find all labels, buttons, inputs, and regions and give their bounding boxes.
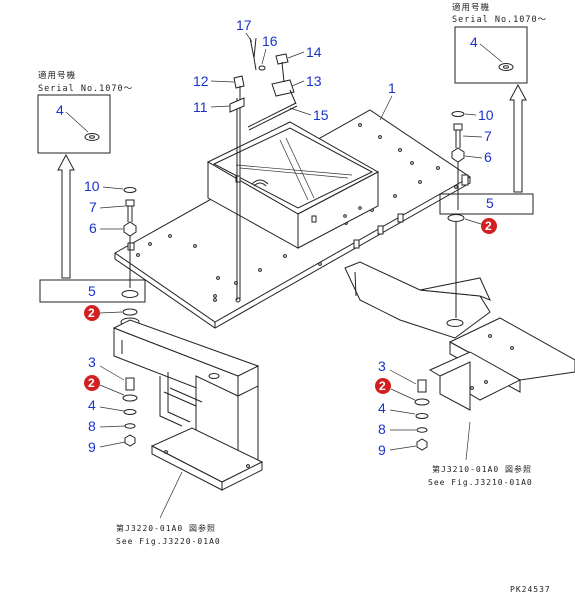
callout-14: 14: [306, 44, 322, 60]
highlight-marker: [375, 378, 391, 394]
right-inset-box: [454, 26, 528, 84]
highlight-marker: [84, 375, 100, 391]
callout-1: 1: [388, 80, 396, 96]
right-inset-heading: 適用号機: [452, 2, 490, 13]
callout-4-left: 4: [88, 397, 96, 413]
right-bolt-stack: [414, 111, 465, 451]
left-bolt-stack: [121, 187, 139, 447]
callout-2-right-upper: 2: [485, 219, 492, 233]
highlight-marker: [84, 305, 100, 321]
see-fig-right-en: See Fig.J3210-01A0: [428, 478, 533, 487]
callout-2-left-upper: 2: [88, 306, 95, 320]
arrow-up-icon: [509, 83, 527, 193]
callout-4-right-inset: 4: [470, 34, 478, 50]
washer-icon: [84, 133, 100, 141]
right-support-frame: [344, 261, 575, 411]
callout-7-left: 7: [89, 199, 97, 215]
callout-3-right: 3: [378, 358, 386, 374]
callout-10-left: 10: [84, 178, 100, 194]
callout-box-5-right: [439, 193, 534, 215]
callout-4-right: 4: [378, 400, 386, 416]
callout-5-left: 5: [88, 283, 96, 299]
left-inset-heading: 適用号機: [38, 70, 76, 81]
left-inset: 適用号機 Serial No.1070～ 4: [37, 70, 133, 279]
callout-10-right: 10: [478, 107, 494, 123]
reference-notes: 第J3220-01A0 図参照 See Fig.J3220-01A0 第J321…: [116, 421, 551, 594]
callout-13: 13: [306, 73, 322, 89]
highlight-marker: [481, 218, 497, 234]
callout-2-left-lower: 2: [88, 376, 95, 390]
callout-9-right: 9: [378, 442, 386, 458]
callout-3-left: 3: [88, 354, 96, 370]
left-inset-serial: Serial No.1070～: [38, 84, 133, 94]
callout-16: 16: [262, 33, 278, 49]
callout-6-right: 6: [484, 149, 492, 165]
callout-4-left-inset: 4: [56, 102, 64, 118]
right-inset-serial: Serial No.1070～: [452, 15, 547, 25]
callout-11: 11: [193, 99, 208, 115]
callout-7-right: 7: [484, 128, 492, 144]
callout-9-left: 9: [88, 439, 96, 455]
left-inset-box: [37, 94, 111, 154]
callout-2-right-lower: 2: [379, 379, 386, 393]
callout-8-right: 8: [378, 421, 386, 437]
callout-17: 17: [236, 17, 252, 33]
tool-box: [206, 121, 380, 249]
callout-6-left: 6: [89, 220, 97, 236]
right-inset: 適用号機 Serial No.1070～ 4: [452, 2, 547, 193]
callout-8-left: 8: [88, 418, 96, 434]
see-fig-left-en: See Fig.J3220-01A0: [116, 537, 221, 546]
left-support-frame: [112, 317, 264, 491]
drawing-code: PK24537: [510, 585, 551, 594]
cap-icon: [123, 187, 137, 193]
rod-assembly: [229, 37, 298, 303]
callouts: 1 17 16 14 13 12 11 15 10 7 6 5 2 3 2 4: [84, 17, 497, 458]
callout-box-5-left: [39, 279, 146, 303]
see-fig-left-jp: 第J3220-01A0 図参照: [116, 523, 216, 533]
arrow-up-icon: [57, 153, 75, 279]
callout-15: 15: [313, 107, 329, 123]
callout-5-right: 5: [486, 195, 494, 211]
washer-icon: [498, 63, 514, 71]
see-fig-right-jp: 第J3210-01A0 図参照: [432, 464, 532, 474]
callout-12: 12: [193, 73, 209, 89]
